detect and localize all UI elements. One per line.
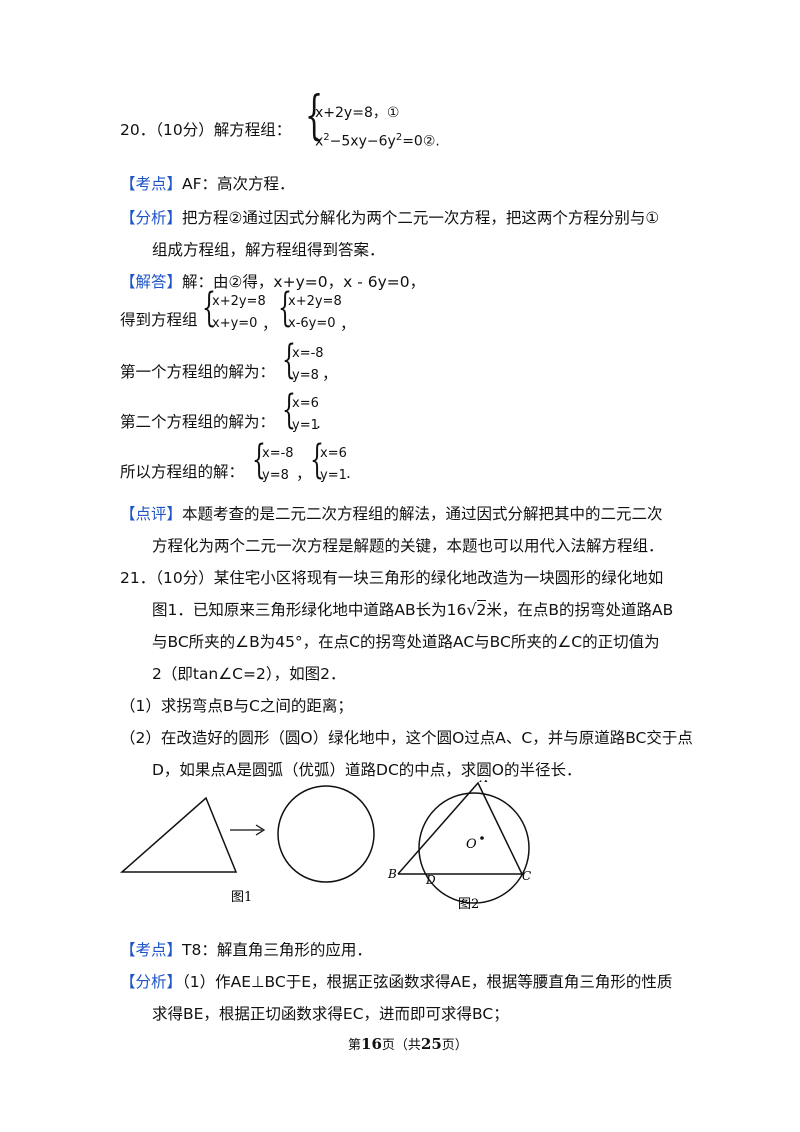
left-brace: { — [305, 86, 324, 146]
solution-2: { x=6 y=1 — [282, 387, 319, 433]
fig2-center-dot — [480, 836, 484, 840]
fenxi2-line1: 【分析】（1）作AE⊥BC于E，根据正弦函数求得AE，根据等腰直角三角形的性质 — [120, 973, 673, 991]
fig2-caption: 图2 — [458, 897, 479, 912]
q21-part2-line2: D，如果点A是圆弧（优弧）道路DC的中点，求圆O的半径长． — [152, 761, 582, 779]
page-number: 16 — [361, 1035, 382, 1053]
jieda-line: 【解答】解：由②得，x+y=0，x - 6y=0， — [120, 273, 426, 291]
kaodian-text: AF：高次方程． — [182, 175, 295, 193]
left-brace: { — [282, 337, 296, 383]
left-brace: { — [202, 285, 216, 331]
fenxi-line2: 组成方程组，解方程组得到答案． — [152, 241, 385, 259]
system-1: { x+2y=8 x+y=0 — [202, 285, 266, 331]
solution-1-label: 第一个方程组的解为： — [120, 363, 276, 381]
left-brace: { — [310, 437, 324, 483]
all-solutions-1: { x=-8 y=8 — [252, 437, 294, 483]
get-system-label: 得到方程组 — [120, 311, 198, 329]
fig2-circle-o — [418, 792, 530, 904]
arrow-head-icon — [255, 824, 266, 836]
solution-1: { x=-8 y=8 — [282, 337, 324, 383]
fenxi-tag: 【分析】 — [120, 209, 183, 227]
kaodian-tag: 【考点】 — [120, 175, 183, 193]
all-solutions-2: { x=6 y=1 — [310, 437, 347, 483]
q20-heading: 20．（10分）解方程组： — [120, 121, 292, 139]
fig2-triangle-abc — [397, 781, 524, 875]
q20-eq1: x+2y=8，① — [315, 105, 400, 121]
fig1-caption: 图1 — [231, 890, 252, 905]
fig2-label-o: O — [466, 837, 477, 852]
fig1-circle — [277, 785, 375, 883]
sqrt-symbol: √ — [466, 600, 477, 619]
dianping-line2: 方程化为两个二元一次方程是解题的关键，本题也可以用代入法解方程组． — [152, 537, 664, 555]
fig1-triangle — [120, 796, 238, 873]
fig2-label-a: A — [479, 780, 488, 785]
fig2-label-c: C — [522, 869, 531, 883]
q21-line3: 与BC所夹的∠B为45°，在点C的拐弯处道路AC与BC所夹的∠C的正切值为 — [152, 633, 660, 651]
jieda-tag: 【解答】 — [120, 273, 183, 291]
dianping-line1: 【点评】本题考查的是二元二次方程组的解法，通过因式分解把其中的二元二次 — [120, 505, 663, 523]
q21-part2-line1: （2）在改造好的圆形（圆O）绿化地中，这个圆O过点A、C，并与原道路BC交于点 — [120, 729, 693, 747]
page-footer: 第16页（共25页） — [348, 1035, 468, 1053]
page-total: 25 — [420, 1035, 442, 1053]
system-2: { x+2y=8 x-6y=0 — [278, 285, 342, 331]
fenxi2-line2: 求得BE，根据正切函数求得EC，进而即可求得BC； — [152, 1005, 509, 1023]
fenxi2-tag: 【分析】 — [120, 973, 183, 991]
q20-eq2: x2−5xy−6y2=0②. — [315, 132, 440, 150]
q21-line1: 21．（10分）某住宅小区将现有一块三角形的绿化地改造为一块圆形的绿化地如 — [120, 569, 664, 587]
figures: 图1 A B D C O 图2 — [120, 780, 531, 912]
left-brace: { — [282, 387, 296, 433]
solution-2-label: 第二个方程组的解为： — [120, 413, 276, 431]
fenxi-line1: 【分析】把方程②通过因式分解化为两个二元一次方程，把这两个方程分别与① — [120, 209, 660, 227]
all-solutions-label: 所以方程组的解： — [120, 463, 245, 481]
kaodian-line: 【考点】AF：高次方程． — [120, 172, 295, 194]
q20-equation-system: { x+2y=8，① x2−5xy−6y2=0②. — [305, 90, 465, 156]
q21-line4: 2（即tan∠C=2），如图2． — [152, 665, 346, 683]
fig2-label-b: B — [387, 867, 397, 881]
dianping-tag: 【点评】 — [120, 505, 183, 523]
kaodian2-line: 【考点】T8：解直角三角形的应用． — [120, 941, 372, 959]
fig2-label-d: D — [425, 873, 436, 887]
q21-line2: 图1．已知原来三角形绿化地中道路AB长为16√2米，在点B的拐弯处道路AB — [152, 600, 674, 619]
left-brace: { — [278, 285, 292, 331]
left-brace: { — [252, 437, 266, 483]
kaodian2-tag: 【考点】 — [120, 941, 183, 959]
q21-part1: （1）求拐弯点B与C之间的距离； — [120, 697, 353, 715]
